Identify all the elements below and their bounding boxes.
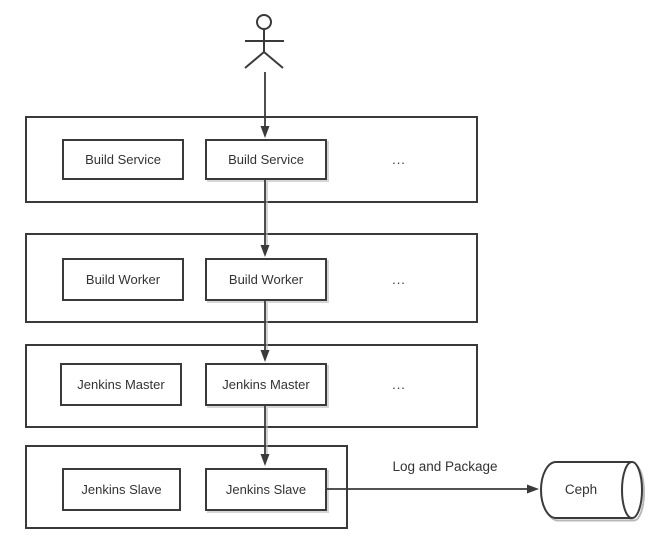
build-worker-node-1: Build Worker: [62, 258, 184, 301]
actor-icon: [244, 14, 284, 69]
jenkins-master-node-2: Jenkins Master: [205, 363, 327, 406]
jenkins-slave-node-2: Jenkins Slave: [205, 468, 327, 511]
build-worker-ellipsis: ...: [392, 272, 406, 287]
build-service-node-2: Build Service: [205, 139, 327, 180]
build-service-node-1: Build Service: [62, 139, 184, 180]
arrow-jenkins-slave-to-ceph: [327, 484, 539, 494]
edge-label-log-and-package: Log and Package: [392, 459, 498, 474]
jenkins-master-ellipsis: ...: [392, 377, 406, 392]
build-worker-node-2: Build Worker: [205, 258, 327, 301]
jenkins-slave-node-1: Jenkins Slave: [62, 468, 181, 511]
ceph-label: Ceph: [564, 482, 598, 497]
jenkins-master-node-1: Jenkins Master: [60, 363, 182, 406]
build-service-ellipsis: ...: [392, 152, 406, 167]
